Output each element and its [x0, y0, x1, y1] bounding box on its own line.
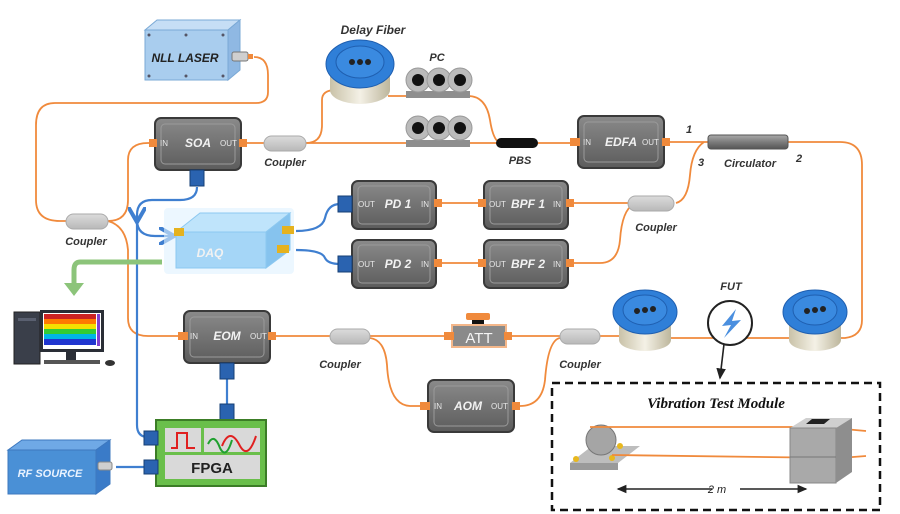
polarization-controller[interactable]: PC — [405, 52, 473, 98]
laser-label: NLL LASER — [151, 51, 218, 65]
coupler-att-label: Coupler — [559, 359, 601, 371]
fiber-aom-to-coupler — [519, 337, 561, 407]
circulator-port-1: 1 — [686, 124, 692, 136]
vibration-module-title: Vibration Test Module — [647, 396, 785, 412]
bpf1-device[interactable]: OUT BPF 1 IN — [478, 180, 574, 230]
pbs[interactable]: PBS — [496, 138, 538, 167]
att-label: ATT — [465, 330, 492, 347]
bpf2-out-port: OUT — [489, 260, 506, 269]
soa-in-port: IN — [160, 139, 168, 148]
daq-label: DAQ — [197, 246, 224, 260]
soa-out-port: OUT — [220, 139, 237, 148]
edfa-label: EDFA — [605, 135, 637, 149]
fut-label: FUT — [720, 281, 743, 293]
fiber-circulator-port2 — [788, 141, 863, 339]
rf-source[interactable]: RF SOURCE — [6, 439, 113, 495]
coupler-att[interactable]: Coupler — [559, 328, 601, 371]
cable-soa-to-daq-arrow — [137, 186, 199, 220]
pc-label: PC — [429, 52, 445, 64]
soa-device[interactable]: IN SOA OUT — [149, 117, 247, 187]
bpf2-device[interactable]: OUT BPF 2 IN — [478, 239, 574, 289]
fiber-coupler-to-soa — [107, 142, 152, 222]
bpf2-in-port: IN — [553, 260, 561, 269]
coupler-bpf[interactable]: Coupler — [627, 195, 677, 234]
att-device[interactable]: ATT — [444, 313, 512, 348]
fiber-coupler-to-aom — [369, 337, 424, 407]
distance-label: 2 m — [707, 484, 726, 496]
pbs-label: PBS — [509, 155, 532, 167]
bpf1-in-port: IN — [553, 200, 561, 209]
aom-label: AOM — [453, 399, 483, 413]
fiber-connections — [35, 56, 863, 407]
pd2-device[interactable]: OUT PD 2 IN — [337, 239, 442, 289]
fiber-spool-2[interactable] — [782, 289, 848, 351]
coupler-bpf-label: Coupler — [635, 222, 677, 234]
cable-daq-to-pd1 — [295, 202, 341, 233]
eom-out-port: OUT — [250, 332, 267, 341]
coupler-left[interactable]: Coupler — [65, 213, 109, 248]
fiber-coupler-to-eom — [107, 220, 178, 337]
circulator-label: Circulator — [724, 158, 777, 170]
pd1-label: PD 1 — [385, 197, 412, 211]
delay-fiber-spool[interactable]: Delay Fiber — [325, 23, 407, 104]
delay-fiber-label: Delay Fiber — [341, 23, 407, 37]
eom-label: EOM — [213, 329, 241, 343]
fpga-label: FPGA — [191, 460, 233, 477]
coupler-soa-label: Coupler — [264, 157, 306, 169]
aom-out-port: OUT — [491, 402, 508, 411]
eom-device[interactable]: IN EOM OUT — [178, 310, 276, 380]
edfa-out-port: OUT — [642, 138, 659, 147]
data-arrowhead — [64, 283, 84, 296]
pd1-in-port: IN — [421, 200, 429, 209]
bpf2-label: BPF 2 — [511, 257, 545, 271]
coupler-eom[interactable]: Coupler — [319, 328, 371, 371]
fpga-board[interactable]: FPGA — [143, 403, 267, 487]
aom-in-port: IN — [434, 402, 442, 411]
aom-device[interactable]: IN AOM OUT — [420, 379, 520, 433]
cable-daq-vertical — [135, 215, 149, 439]
eom-in-port: IN — [190, 332, 198, 341]
pd2-label: PD 2 — [385, 257, 412, 271]
bpf1-label: BPF 1 — [511, 197, 545, 211]
computer[interactable] — [13, 310, 115, 366]
circulator-port-3: 3 — [698, 157, 704, 169]
pd1-device[interactable]: OUT PD 1 IN — [337, 180, 442, 230]
electrical-connections — [116, 186, 341, 469]
edfa-device[interactable]: IN EDFA OUT — [570, 115, 670, 169]
cable-daq-to-pd2 — [295, 248, 341, 266]
clamp-block-icon — [789, 418, 852, 484]
fiber-laser-to-coupler — [35, 56, 269, 222]
coupler-eom-label: Coupler — [319, 359, 361, 371]
pd1-out-port: OUT — [358, 200, 375, 209]
polarization-controller-2[interactable] — [405, 115, 473, 147]
circulator-port-2: 2 — [795, 153, 802, 165]
fut[interactable]: FUT — [707, 281, 753, 380]
vibration-motor-icon — [570, 424, 640, 470]
pd2-out-port: OUT — [358, 260, 375, 269]
vibration-test-module[interactable]: Vibration Test Module 2 m — [550, 381, 882, 512]
fiber-coupler-to-delay — [305, 89, 337, 144]
fiber-coupler-to-bpf2 — [572, 203, 635, 264]
fiber-circulator-port3 — [675, 141, 705, 204]
nll-laser[interactable]: NLL LASER — [143, 18, 253, 82]
fiber-pc-to-pbs — [467, 95, 501, 144]
coupler-soa[interactable]: Coupler — [263, 135, 307, 169]
fiber-spool-1[interactable] — [612, 289, 678, 351]
daq-device[interactable]: DAQ — [164, 208, 294, 274]
bpf1-out-port: OUT — [489, 200, 506, 209]
edfa-in-port: IN — [583, 138, 591, 147]
coupler-left-label: Coupler — [65, 236, 107, 248]
soa-label: SOA — [185, 136, 211, 150]
data-arrow-to-computer — [71, 259, 162, 285]
circulator[interactable]: 1 3 2 Circulator — [686, 124, 802, 170]
pd2-in-port: IN — [421, 260, 429, 269]
rf-source-label: RF SOURCE — [18, 468, 83, 480]
